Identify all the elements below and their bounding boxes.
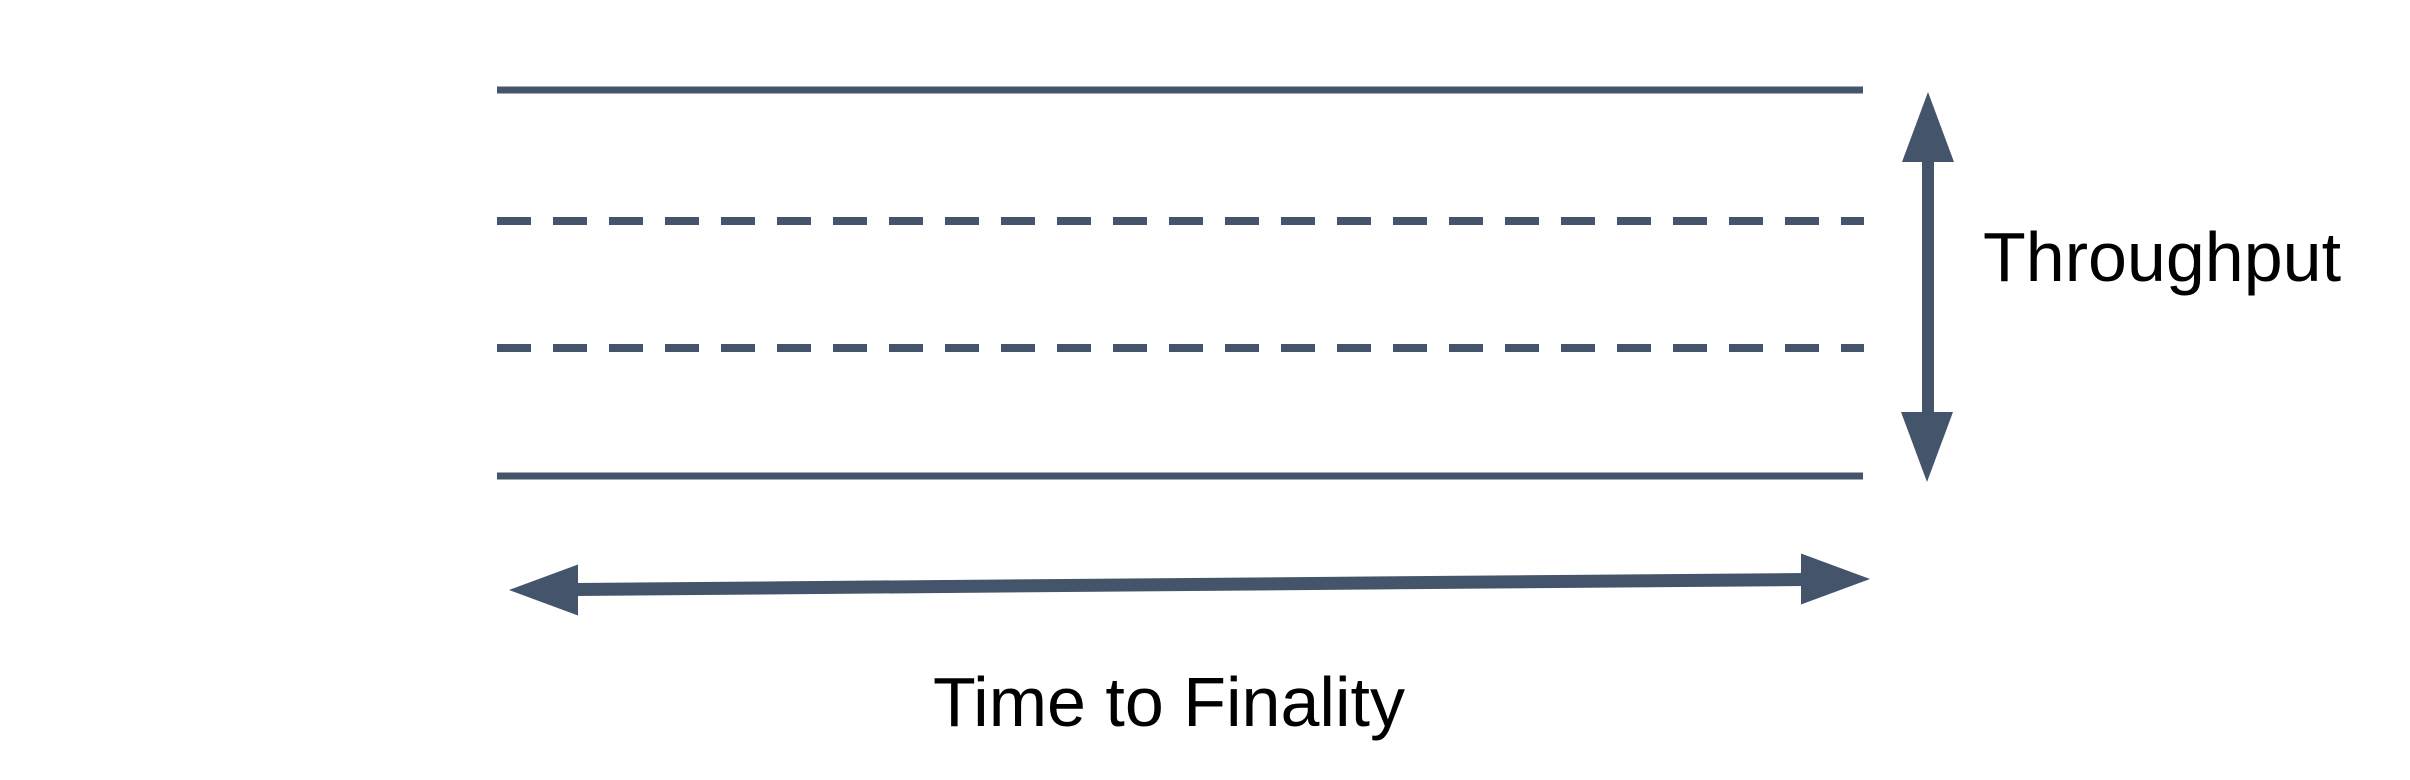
throughput-arrow-head-up-icon xyxy=(1902,92,1954,162)
time-to-finality-arrow-head-left-icon xyxy=(509,564,578,616)
throughput-label: Throughput xyxy=(1983,218,2342,296)
time-to-finality-label: Time to Finality xyxy=(933,663,1405,741)
time-to-finality-double-arrow-icon xyxy=(509,553,1870,616)
throughput-arrow-head-down-icon xyxy=(1901,412,1953,482)
time-to-finality-arrow-shaft xyxy=(574,573,1805,596)
time-to-finality-arrow-head-right-icon xyxy=(1801,553,1870,605)
throughput-double-arrow-icon xyxy=(1901,92,1954,482)
